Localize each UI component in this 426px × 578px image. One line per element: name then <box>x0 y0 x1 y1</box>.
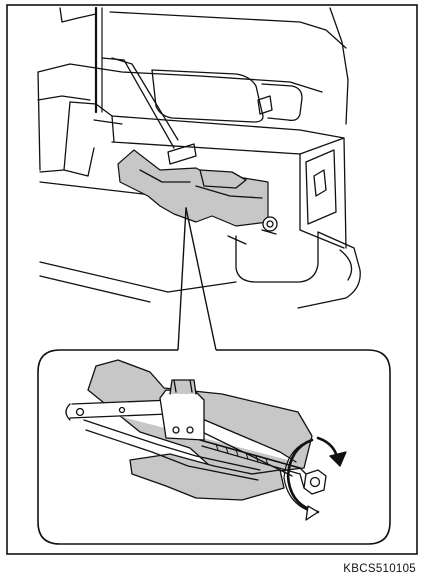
cargo-area-scene <box>38 8 360 350</box>
figure-code-label: KBCS510105 <box>343 563 416 575</box>
